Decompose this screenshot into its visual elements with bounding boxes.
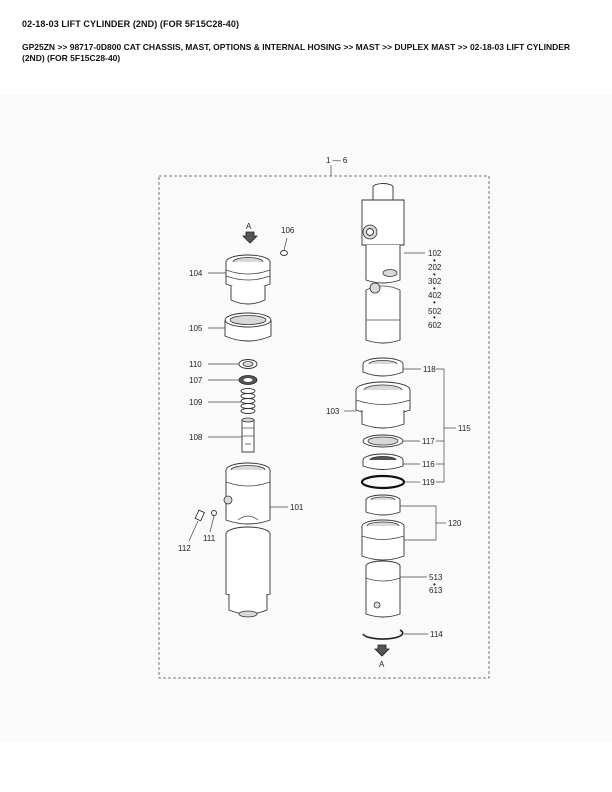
diagram-label: • [433, 284, 436, 293]
label-502: 502 [428, 307, 442, 316]
part-513-plunger [365, 560, 401, 618]
label-116: 116 [422, 460, 435, 469]
part-108-valve [241, 417, 255, 453]
diagram-label: • [433, 580, 436, 589]
part-120-piston-lower [361, 519, 405, 561]
label-107: 107 [189, 376, 203, 385]
view-marker-top: A [246, 222, 252, 231]
part-105-ring [224, 312, 272, 342]
label-513: 513 [429, 573, 443, 582]
part-101-cylinder-body [225, 526, 271, 618]
label-119: 119 [422, 478, 435, 487]
part-114-snap-ring [362, 629, 404, 640]
part-120-piston-upper [365, 494, 401, 516]
part-104-head-nut [225, 254, 271, 305]
label-101: 101 [290, 503, 304, 512]
assembly-label: 1 — 6 [326, 156, 348, 165]
label-110: 110 [189, 360, 202, 369]
label-117: 117 [422, 437, 435, 446]
label-120: 120 [448, 519, 462, 528]
part-102-rod-head [361, 183, 405, 284]
label-108: 108 [189, 433, 203, 442]
part-109-spring [240, 388, 256, 414]
part-118-bushing [362, 357, 404, 377]
view-arrow-bottom-icon [374, 644, 390, 657]
label-202: 202 [428, 263, 442, 272]
label-112: 112 [178, 544, 191, 553]
part-111-ball [211, 510, 217, 516]
part-119-o-ring [360, 474, 406, 490]
label-106: 106 [281, 226, 295, 235]
breadcrumb[interactable]: GP25ZN >> 98717-0D800 CAT CHASSIS, MAST,… [22, 42, 571, 63]
diagram-label: • [433, 270, 436, 279]
part-101-cylinder-tube [223, 462, 271, 525]
label-104: 104 [189, 269, 203, 278]
label-115: 115 [458, 424, 471, 433]
label-402: 402 [428, 291, 442, 300]
label-102: 102 [428, 249, 442, 258]
label-302: 302 [428, 277, 442, 286]
diagram-label: • [433, 298, 436, 307]
assembly-boundary [158, 175, 490, 679]
part-103-gland [355, 381, 411, 429]
diagram-label: • [433, 256, 436, 265]
view-marker-bottom: A [379, 660, 385, 669]
label-105: 105 [189, 324, 203, 333]
part-102-rod-body [365, 282, 401, 344]
diagram-label: • [433, 313, 436, 322]
label-109: 109 [189, 398, 203, 407]
label-111: 111 [203, 534, 216, 543]
part-116-packing [362, 453, 404, 470]
label-103: 103 [326, 407, 340, 416]
part-106-clip [280, 250, 288, 256]
label-602: 602 [428, 321, 442, 330]
part-112-plug [194, 509, 206, 522]
view-arrow-top-icon [242, 231, 258, 244]
label-613: 613 [429, 586, 443, 595]
label-118: 118 [423, 365, 436, 374]
diagram-canvas [0, 94, 612, 742]
page-title: 02-18-03 LIFT CYLINDER (2ND) (FOR 5F15C2… [22, 19, 240, 29]
label-114: 114 [430, 630, 443, 639]
